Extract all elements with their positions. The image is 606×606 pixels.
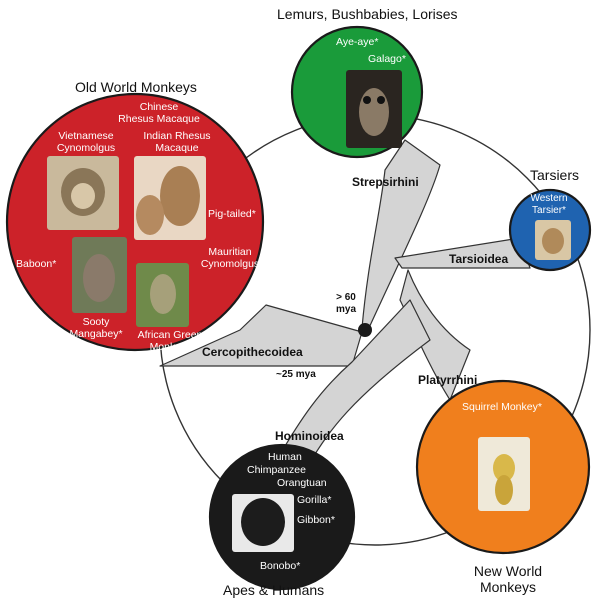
- photo-squirrel-monkey: [478, 437, 530, 511]
- species-pig-tailed: Pig-tailed*: [208, 208, 256, 220]
- species-gibbon: Gibbon*: [297, 514, 335, 526]
- species-gorilla: Gorilla*: [297, 494, 332, 506]
- apes-title: Apes & Humans: [223, 582, 325, 598]
- old-world-title: Old World Monkeys: [75, 79, 197, 95]
- new-world-title: New World Monkeys: [473, 563, 543, 596]
- photo-vietnamese-cynomolgus: [47, 156, 119, 230]
- species-chinese-rhesus: Chinese Rhesus Macaque: [118, 101, 200, 126]
- root-time-label: > 60 mya: [336, 292, 357, 315]
- species-bonobo: Bonobo*: [260, 560, 301, 572]
- species-african-green-monkey: African Green Monkey*: [137, 329, 203, 354]
- species-galago: Galago*: [368, 53, 406, 65]
- species-aye-aye: Aye-aye*: [336, 36, 379, 48]
- root-node: [358, 323, 372, 337]
- photo-african-green: [136, 263, 189, 327]
- species-indian-rhesus: Indian Rhesus Macaque: [143, 130, 211, 155]
- species-squirrel-monkey: Squirrel Monkey*: [462, 401, 542, 413]
- photo-baboon: [72, 237, 127, 313]
- lemurs-title: Lemurs, Bushbabies, Lorises: [277, 6, 458, 22]
- photo-gorilla: [232, 494, 294, 552]
- species-sooty-mangabey: Sooty Mangabey*: [69, 316, 123, 341]
- platyrrhini-label: Platyrrhini: [418, 373, 478, 387]
- split-time-label: ~25 mya: [276, 369, 316, 380]
- species-chimpanzee: Chimpanzee: [247, 464, 306, 476]
- species-human: Human: [268, 451, 302, 463]
- species-mauritian-cynomolgus: Mauritian Cynomolgus: [200, 246, 260, 271]
- photo-western-tarsier: [535, 220, 571, 260]
- tree-branches: [159, 139, 531, 463]
- species-orangutan: Orangtuan: [277, 477, 327, 489]
- strepsirhini-label: Strepsirhini: [352, 175, 419, 189]
- branch-tarsioidea: [394, 237, 531, 269]
- branch-strepsirhini: [361, 139, 441, 331]
- photo-indian-rhesus: [134, 156, 206, 240]
- photo-galago: [346, 70, 402, 148]
- species-baboon: Baboon*: [16, 258, 57, 270]
- cercopithecoidea-label: Cercopithecoidea: [202, 345, 303, 359]
- hominoidea-label: Hominoidea: [275, 429, 344, 443]
- tarsiers-title: Tarsiers: [530, 167, 580, 183]
- tarsioidea-label: Tarsioidea: [449, 252, 509, 266]
- species-western-tarsier: Western Tarsier*: [530, 193, 568, 216]
- species-vietnamese-cynomolgus: Vietnamese Cynomolgus: [56, 130, 116, 155]
